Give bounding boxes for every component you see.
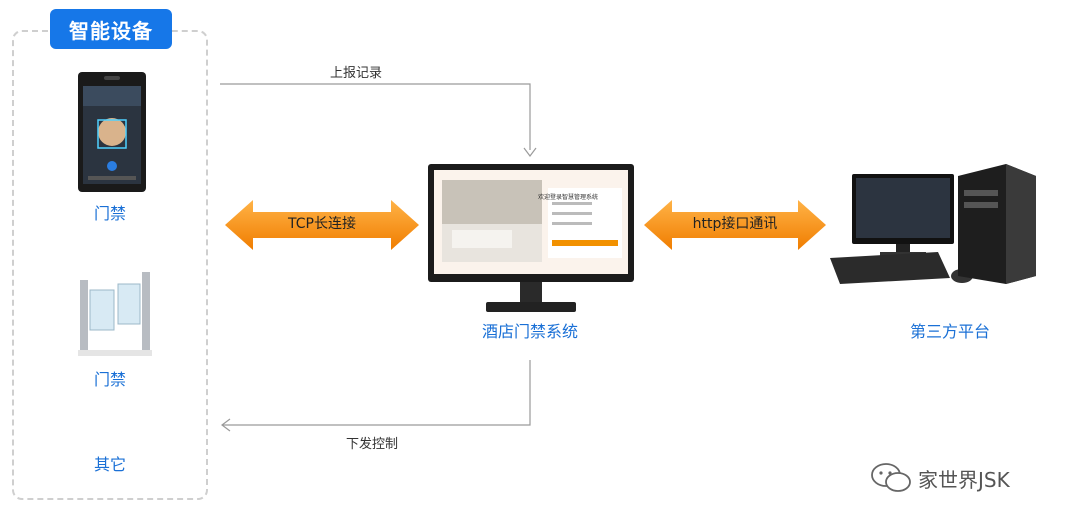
center-label: 酒店门禁系统	[481, 322, 578, 341]
device-label-terminal: 门禁	[93, 204, 126, 223]
group-title: 智能设备	[50, 9, 172, 49]
upload-label: 上报记录	[330, 66, 383, 81]
http-double-arrow	[644, 200, 826, 250]
control-line	[222, 360, 531, 426]
http-arrow-label: http接口通讯	[692, 216, 778, 232]
upload-line	[220, 83, 531, 150]
right-label: 第三方平台	[909, 322, 990, 341]
face-terminal-image	[78, 72, 146, 192]
turnstile-image	[78, 272, 152, 356]
screen-title: 欢迎登录智慧管理系统	[538, 194, 599, 201]
desktop-pc-image	[830, 164, 1036, 284]
control-label: 下发控制	[346, 437, 399, 452]
watermark-text: 家世界JSK	[918, 468, 1010, 492]
device-label-turnstile: 门禁	[93, 370, 126, 389]
wechat-icon	[871, 463, 911, 492]
tcp-arrow-label: TCP长连接	[288, 216, 356, 232]
device-label-other: 其它	[93, 455, 126, 474]
tcp-double-arrow	[225, 200, 419, 250]
monitor-image	[428, 164, 634, 312]
upload-arrowhead	[523, 147, 537, 157]
control-arrowhead	[221, 418, 231, 432]
